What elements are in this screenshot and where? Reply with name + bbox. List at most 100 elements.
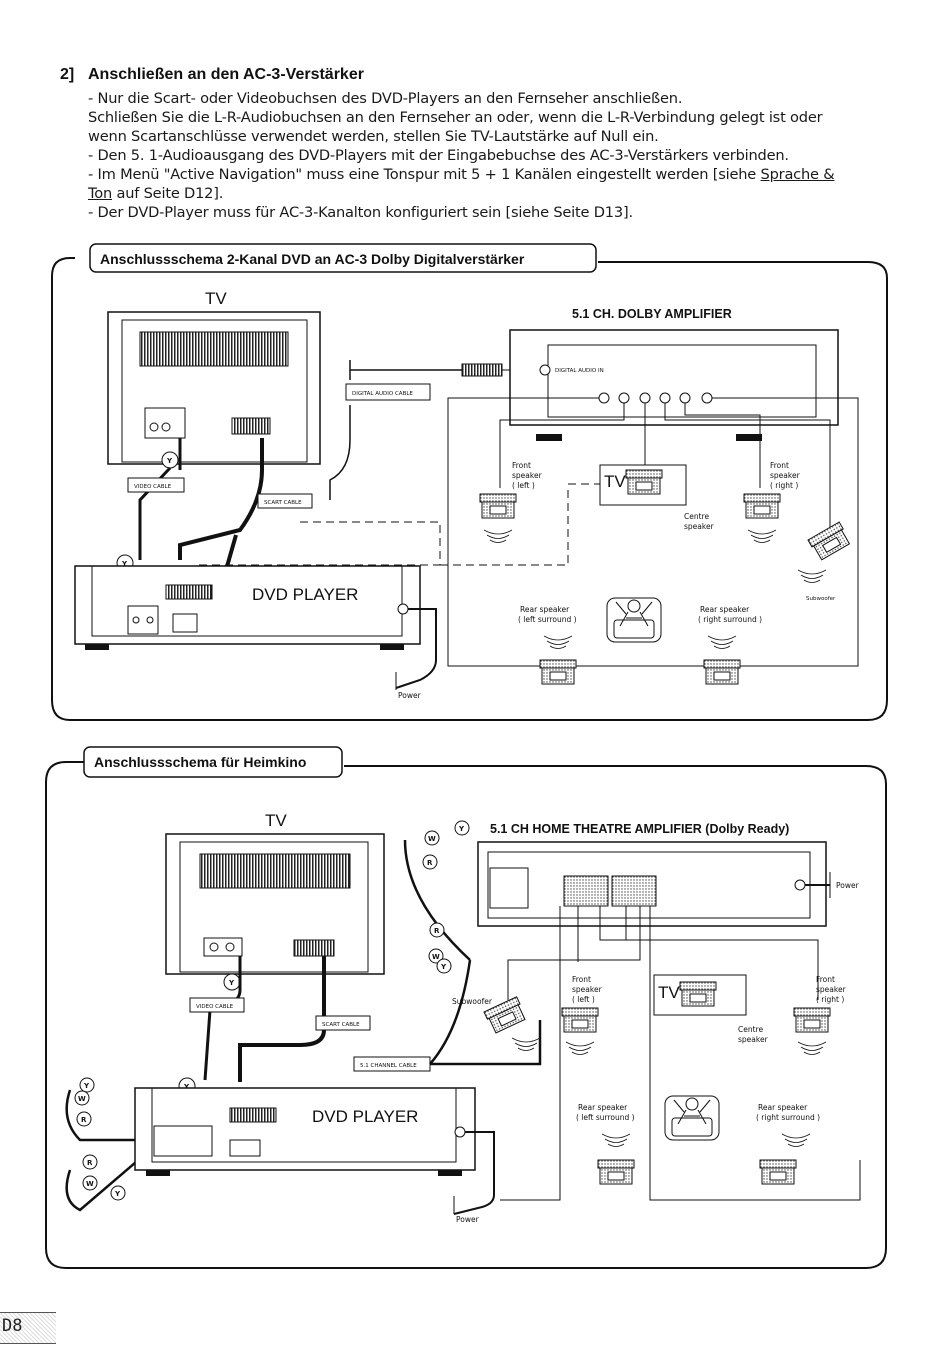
diagram-2-power-amp: Power (836, 881, 860, 890)
diagram-2-power: Power (456, 1215, 480, 1224)
body-line-4: - Den 5. 1-Audioausgang des DVD-Players … (88, 147, 789, 164)
diagram-1-centre-tv-label: TV (604, 472, 626, 491)
diagram-2-rear-left-1: Rear speaker (578, 1103, 628, 1112)
diagram-1-frame (51, 257, 888, 721)
diagram-2-w-dvd: W (78, 1095, 86, 1103)
diagram-1-amplifier (509, 329, 839, 426)
diagram-1-digital-cable: DIGITAL AUDIO CABLE (352, 391, 413, 397)
diagram-2-front-left-speaker (561, 1007, 599, 1033)
diagram-1-rear-right-2: ( right surround ) (698, 615, 762, 624)
diagram-2-w-amp-2: W (432, 953, 440, 961)
diagram-2-video-cable-tag (189, 997, 245, 1013)
diagram-1-dvd-player (74, 565, 421, 645)
diagram-2-centre-speaker (679, 981, 717, 1007)
diagram-2-title-box (83, 746, 343, 778)
diagram-2-y-amp-2: Y (440, 963, 447, 971)
diagram-2-subwoofer-label: Subwoofer (452, 997, 493, 1006)
diagram-1-centre-speaker (625, 469, 663, 495)
diagram-2-scart-cable: SCART CABLE (322, 1022, 360, 1028)
diagram-1-tv-label: TV (205, 289, 227, 308)
diagram-2-r-dvd: R (81, 1116, 87, 1124)
diagram-2-front-left-1: Front (572, 975, 591, 984)
diagram-2-y-dvd: Y (183, 1083, 190, 1091)
diagram-1-front-left-3: ( left ) (512, 481, 535, 490)
diagram-1-amp-label: 5.1 CH. DOLBY AMPLIFIER (572, 307, 732, 321)
diagram-2-rear-right-speaker (759, 1159, 797, 1185)
body-line-1: - Nur die Scart- oder Videobuchsen des D… (88, 90, 683, 107)
diagram-1-y-tv: Y (166, 457, 173, 465)
diagram-2-w-dvd-2: W (86, 1180, 94, 1188)
diagram-1-rear-left-speaker (539, 659, 577, 685)
body-line-7: - Der DVD-Player muss für AC-3-Kanalton … (88, 204, 633, 221)
diagram-2-rear-left-speaker (597, 1159, 635, 1185)
diagram-2-listener (664, 1095, 720, 1141)
diagram-1-centre-2: speaker (684, 522, 715, 531)
diagram-1-front-right-1: Front (770, 461, 789, 470)
diagram-2-y-dvd-3: Y (114, 1190, 121, 1198)
link-ton[interactable]: Ton (88, 185, 113, 202)
diagram-2-front-right-3: ( right ) (816, 995, 844, 1004)
section-title: Anschließen an den AC-3-Verstärker (88, 66, 364, 83)
diagram-2-video-cable: VIDEO CABLE (196, 1004, 234, 1010)
diagram-2: Anschlussschema für Heimkino TV Y VIDEO … (45, 746, 887, 1269)
diagram-1-video-cable: VIDEO CABLE (134, 484, 172, 490)
body-line-6: Ton auf Seite D12]. (88, 185, 223, 202)
diagram-1-y-dvd: Y (121, 560, 128, 568)
diagram-2-front-left-2: speaker (572, 985, 603, 994)
diagram-2-scart-cable-tag (315, 1015, 371, 1031)
body-line-2: Schließen Sie die L-R-Audiobuchsen an de… (88, 109, 823, 126)
diagram-2-front-right-1: Front (816, 975, 835, 984)
diagram-1-front-right-2: speaker (770, 471, 801, 480)
diagram-2-frame (45, 761, 887, 1269)
diagram-1-digital-cable-tag (345, 383, 431, 401)
section-number: 2] (60, 66, 75, 83)
diagram-1-front-right-speaker (743, 493, 781, 519)
link-sprache-ton[interactable]: Sprache & (760, 166, 835, 183)
diagram-2-w-amp: W (428, 835, 436, 843)
diagram-1-subwoofer-label: Subwoofer (806, 596, 836, 602)
body-line-5-text: - Im Menü "Active Navigation" muss eine … (88, 166, 761, 183)
body-line-5: - Im Menü "Active Navigation" muss eine … (88, 166, 835, 183)
diagram-2-dvd-label: DVD PLAYER (312, 1107, 418, 1126)
diagram-1-listener (606, 597, 662, 643)
diagram-2-title: Anschlussschema für Heimkino (94, 754, 306, 770)
diagram-1-rear-right-1: Rear speaker (700, 605, 750, 614)
diagram-1-subwoofer (807, 521, 852, 562)
diagram-2-centre-tv-label: TV (658, 983, 680, 1002)
body-line-6-text: auf Seite D12]. (112, 185, 224, 202)
body-line-3: wenn Scartanschlüsse verwendet werden, s… (88, 128, 659, 145)
diagram-1-title: Anschlussschema 2-Kanal DVD an AC-3 Dolb… (100, 251, 525, 267)
diagram-2-y-dvd-2: Y (83, 1082, 90, 1090)
diagram-2-rear-left-2: ( left surround ) (576, 1113, 635, 1122)
diagram-1-power: Power (398, 691, 422, 700)
section-heading: 2] Anschließen an den AC-3-Verstärker (60, 66, 364, 84)
diagram-2-centre-1: Centre (738, 1025, 763, 1034)
diagram-1-front-right-3: ( right ) (770, 481, 798, 490)
diagram-2-y-tv: Y (228, 979, 235, 987)
diagram-2-amp-label: 5.1 CH HOME THEATRE AMPLIFIER (Dolby Rea… (490, 822, 789, 836)
diagram-1-scart-cable: SCART CABLE (264, 500, 302, 506)
diagram-2-r-amp: R (427, 859, 433, 867)
diagram-1-title-box (89, 243, 597, 273)
diagram-2-rear-right-2: ( right surround ) (756, 1113, 820, 1122)
diagram-1-scart-cable-tag (257, 493, 313, 509)
diagram-2-channel-cable: 5.1 CHANNEL CABLE (360, 1063, 417, 1069)
diagram-2-rear-right-1: Rear speaker (758, 1103, 808, 1112)
diagram-1-centre-1: Centre (684, 512, 709, 521)
page-number-box: D8 (0, 1312, 56, 1344)
diagram-1-dvd-label: DVD PLAYER (252, 585, 358, 604)
diagram-2-front-left-3: ( left ) (572, 995, 595, 1004)
diagram-1-front-left-speaker (479, 493, 517, 519)
diagram-2-r-amp-2: R (434, 927, 440, 935)
diagram-1-rear-right-speaker (703, 659, 741, 685)
diagram-1-video-cable-tag (127, 477, 185, 493)
diagram-2-front-right-2: speaker (816, 985, 847, 994)
page-number: D8 (2, 1316, 23, 1336)
diagram-1-front-left-2: speaker (512, 471, 543, 480)
diagram-1: Anschlussschema 2-Kanal DVD an AC-3 Dolb… (51, 243, 888, 721)
diagram-2-y-amp: Y (458, 825, 465, 833)
diagram-1-amp-input: DIGITAL AUDIO IN (555, 368, 604, 374)
diagram-1-rear-left-1: Rear speaker (520, 605, 570, 614)
diagram-1-rear-left-2: ( left surround ) (518, 615, 577, 624)
